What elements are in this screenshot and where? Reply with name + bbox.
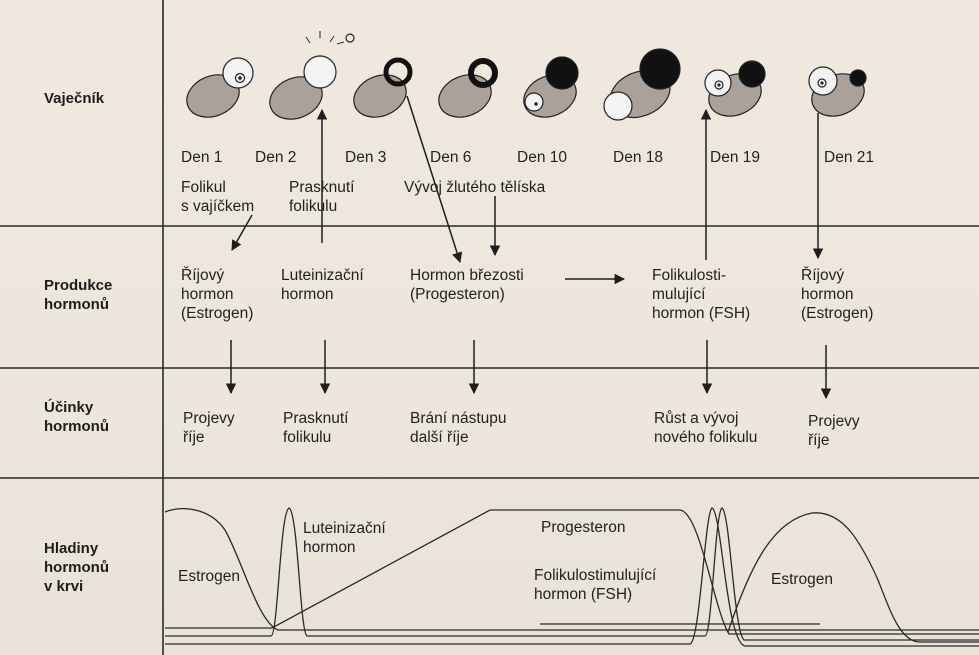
day-label: Den 19	[710, 148, 760, 167]
row-label-production: Produkce hormonů	[44, 276, 112, 314]
ovary-follicle-icon	[805, 66, 870, 123]
follicle-note: Folikul s vajíčkem	[181, 178, 254, 216]
arrows	[231, 96, 826, 398]
day-label: Den 21	[824, 148, 874, 167]
effect-rupture: Prasknutí folikulu	[283, 409, 348, 447]
effect-heat: Projevy říje	[183, 409, 235, 447]
curve-label-fsh: Folikulostimulující hormon (FSH)	[534, 566, 656, 604]
ovary-follicle-icon	[702, 61, 767, 124]
row-label-effects: Účinky hormonů	[44, 398, 109, 436]
corpus-luteum-icon	[517, 57, 582, 125]
production-lh: Luteinizační hormon	[281, 266, 364, 304]
corpus-luteum-icon	[603, 49, 680, 126]
production-progesterone: Hormon březosti (Progesteron)	[410, 266, 524, 304]
ovary-follicle-icon	[180, 58, 253, 125]
corpus-luteum-note: Vývoj žlutého tělíska	[404, 178, 545, 197]
day-label: Den 6	[430, 148, 471, 167]
curve-label-lh: Luteinizační hormon	[303, 519, 386, 557]
rupture-note: Prasknutí folikulu	[289, 178, 354, 216]
curve-label-estrogen: Estrogen	[178, 567, 240, 586]
production-estrogen-2: Říjový hormon (Estrogen)	[801, 266, 873, 323]
day-label: Den 18	[613, 148, 663, 167]
corpus-luteum-icon	[432, 61, 497, 125]
curve-label-progesterone: Progesteron	[541, 518, 625, 537]
effect-heat-2: Projevy říje	[808, 412, 860, 450]
arrow	[232, 215, 252, 250]
curve-label-estrogen-2: Estrogen	[771, 570, 833, 589]
row-label-ovary: Vaječník	[44, 89, 104, 108]
production-estrogen: Říjový hormon (Estrogen)	[181, 266, 253, 323]
effect-growth: Růst a vývoj nového folikulu	[654, 409, 757, 447]
day-label: Den 1	[181, 148, 222, 167]
corpus-luteum-icon	[347, 60, 412, 125]
row-label-levels: Hladiny hormonů v krvi	[44, 539, 109, 596]
ovary-illustrations	[180, 31, 870, 127]
estrogen-curve-3	[728, 513, 979, 642]
day-label: Den 2	[255, 148, 296, 167]
production-fsh: Folikulosti- mulující hormon (FSH)	[652, 266, 750, 323]
effect-block: Brání nástupu další říje	[410, 409, 507, 447]
ovary-ovulation-icon	[263, 31, 354, 127]
day-label: Den 3	[345, 148, 386, 167]
day-label: Den 10	[517, 148, 567, 167]
